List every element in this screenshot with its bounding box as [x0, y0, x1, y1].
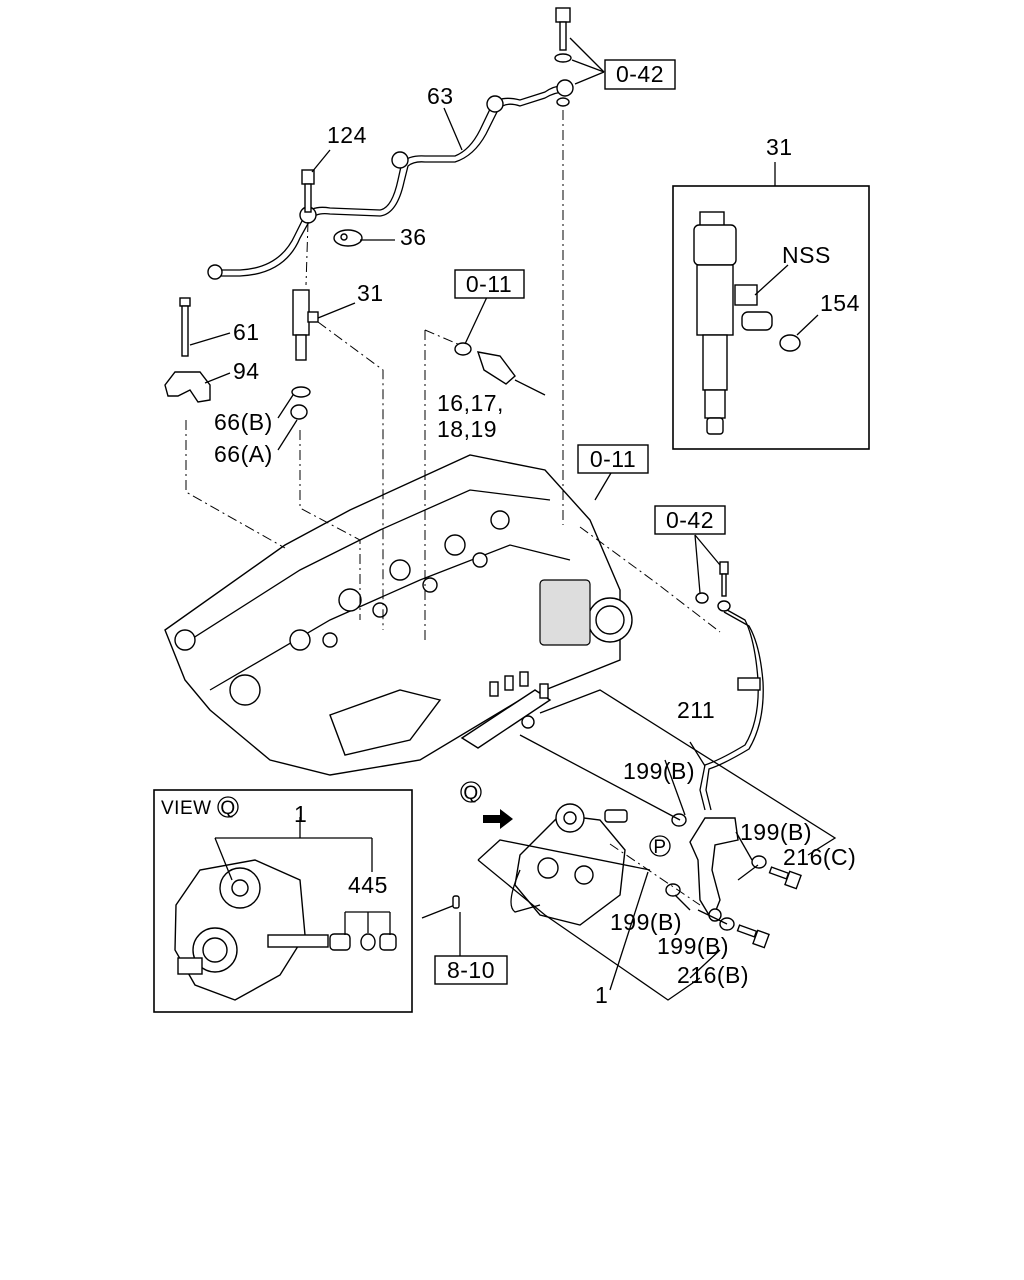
injector-31-small	[290, 289, 319, 420]
label-nss: NSS	[782, 242, 831, 268]
label-66a: 66(A)	[214, 441, 273, 467]
label-36: 36	[400, 224, 427, 250]
stud-61	[179, 297, 191, 357]
view-arrow	[483, 809, 513, 829]
top-banjo-bolt	[554, 7, 572, 107]
label-199b-4: 199(B)	[657, 933, 729, 959]
alignment-lines	[185, 110, 721, 906]
svg-text:Q: Q	[220, 798, 235, 819]
label-66b: 66(B)	[214, 409, 273, 435]
return-pipe-63	[207, 79, 574, 280]
label-445: 445	[348, 872, 388, 898]
label-61: 61	[233, 319, 260, 345]
label-216c: 216(C)	[783, 844, 856, 870]
sensor-16-19	[454, 342, 546, 396]
label-199b-3: 199(B)	[610, 909, 682, 935]
svg-text:VIEW: VIEW	[161, 798, 212, 819]
svg-text:0-11: 0-11	[590, 446, 636, 472]
svg-text:0-11: 0-11	[466, 271, 512, 297]
label-31-box: 31	[766, 134, 793, 160]
supply-pump-main	[510, 803, 628, 926]
label-18-19: 18,19	[437, 416, 497, 442]
ref-box-8-10: 8-10	[434, 955, 508, 985]
label-16-17: 16,17,	[437, 390, 504, 416]
svg-text:P: P	[653, 837, 666, 858]
bolt-216b	[736, 924, 770, 949]
view-q-box	[153, 789, 413, 1013]
ref-box-0-42-mid: 0-42	[654, 505, 726, 535]
label-199b-2: 199(B)	[740, 819, 812, 845]
injector-detail-box	[672, 162, 870, 450]
label-94: 94	[233, 358, 260, 384]
svg-text:8-10: 8-10	[447, 957, 495, 983]
label-31: 31	[357, 280, 384, 306]
bolt-124	[301, 169, 315, 213]
bolts-0-42	[695, 561, 731, 612]
svg-text:0-42: 0-42	[666, 507, 714, 533]
bolt-216c	[768, 866, 802, 890]
label-124: 124	[327, 122, 367, 148]
label-1-main: 1	[595, 982, 608, 1008]
ref-box-0-42-top: 0-42	[604, 59, 676, 90]
high-pressure-pipe	[689, 605, 764, 922]
label-199b-1: 199(B)	[623, 758, 695, 784]
label-1-view: 1	[294, 801, 307, 827]
label-63: 63	[427, 83, 454, 109]
cylinder-head	[164, 454, 633, 776]
callout-p: P	[649, 835, 671, 858]
view-q-title: VIEW Q	[161, 796, 239, 819]
leader-lines	[189, 37, 837, 1001]
label-211: 211	[677, 697, 715, 723]
ref-box-0-11-b: 0-11	[577, 444, 649, 474]
ref-box-0-11-a: 0-11	[454, 269, 525, 299]
callout-q: Q	[460, 781, 482, 804]
label-216b: 216(B)	[677, 962, 749, 988]
clamp-94	[164, 371, 211, 403]
pin-8-10	[421, 895, 460, 919]
clamp-36	[333, 229, 363, 247]
label-154: 154	[820, 290, 860, 316]
svg-text:0-42: 0-42	[616, 61, 664, 87]
common-rail-211	[460, 671, 552, 749]
svg-text:Q: Q	[463, 783, 478, 804]
